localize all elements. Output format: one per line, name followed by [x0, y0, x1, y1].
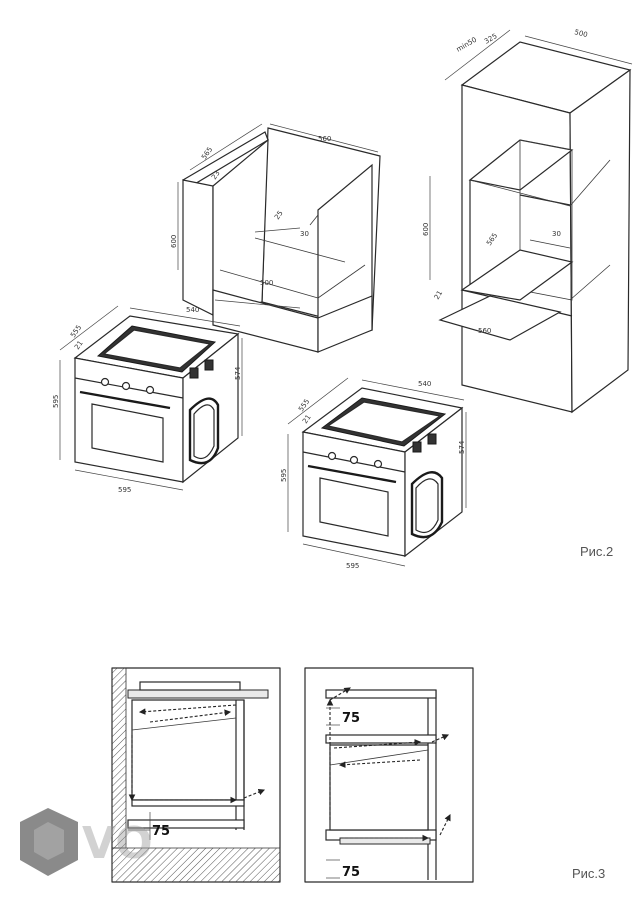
dim-21-a: 21: [433, 289, 444, 301]
dim-574-b: 574: [458, 440, 466, 454]
ventilation-under-counter: 75: [111, 667, 281, 883]
cabinet-under-counter: 565 23 600 560 25 30 500: [170, 123, 381, 353]
dim-555-a: 555: [69, 324, 83, 340]
dim-595-b: 595: [118, 486, 131, 494]
ventilation-column: 75 75: [304, 667, 474, 883]
dim-25: 25: [273, 209, 285, 221]
knob-icon: [349, 455, 359, 465]
figure-3-label: Рис.3: [572, 866, 605, 881]
dim-21-c: 21: [301, 413, 313, 425]
dim-75-left: 75: [152, 824, 170, 839]
knob-icon: [145, 385, 155, 395]
brand-logo-icon: VO: [20, 808, 153, 876]
figure-2-label: Рис.2: [580, 544, 613, 559]
dim-540-a: 540: [186, 306, 199, 314]
dim-595-c: 595: [280, 469, 288, 482]
knob-icon: [373, 459, 383, 469]
dim-574-a: 574: [234, 366, 242, 380]
cabinet-column: min50 325 500 600 565 30 21 560: [422, 28, 633, 414]
dim-21-b: 21: [73, 339, 85, 351]
dim-595-d: 595: [346, 562, 359, 570]
dim-75-right-top: 75: [342, 711, 360, 726]
dim-600-a: 600: [170, 235, 178, 248]
dim-555-b: 555: [297, 398, 311, 414]
dim-30-b: 30: [552, 230, 561, 238]
dim-560-a: 560: [318, 135, 331, 143]
dim-75-right-bottom: 75: [342, 865, 360, 880]
knob-icon: [121, 381, 131, 391]
dim-560-b: 560: [478, 327, 491, 335]
door-handle: [79, 390, 171, 410]
dim-500-a: 500: [260, 279, 273, 287]
knob-icon: [327, 451, 337, 461]
watermark-text: VO: [82, 818, 153, 869]
dim-595-a: 595: [52, 395, 60, 408]
dim-23: 23: [210, 169, 222, 181]
oven-left: 555 21 540 595 574 595: [52, 305, 243, 494]
dim-565-a: 565: [200, 146, 214, 162]
dim-600-b: 600: [422, 223, 430, 236]
dim-325: 325: [483, 32, 499, 46]
dim-540-b: 540: [418, 380, 431, 388]
dim-500-b: 500: [574, 28, 589, 39]
knob-icon: [100, 377, 110, 387]
dim-min50: min50: [455, 36, 478, 54]
oven-right: 555 21 540 595 574 595: [280, 377, 467, 570]
dim-30-a: 30: [300, 230, 309, 238]
door-handle: [307, 464, 397, 484]
